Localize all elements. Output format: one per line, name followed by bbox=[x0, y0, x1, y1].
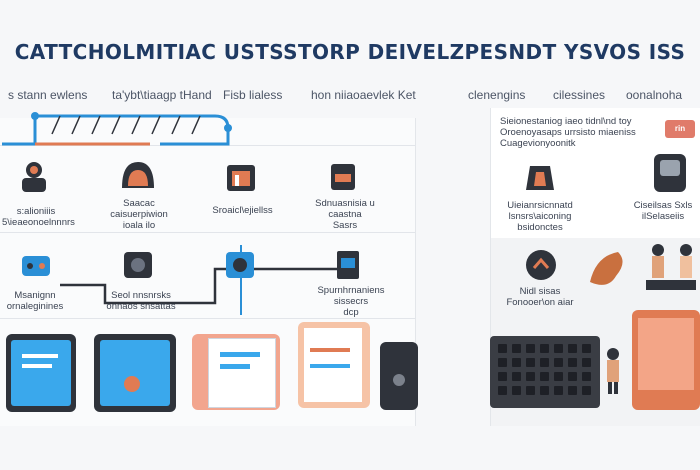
phone-icon bbox=[380, 342, 418, 410]
screen-panel bbox=[632, 310, 700, 410]
column-header-5: clenengins bbox=[468, 88, 526, 102]
connector-line bbox=[60, 245, 340, 315]
document-card bbox=[298, 322, 370, 408]
tablet-device bbox=[94, 334, 176, 412]
figure-icon bbox=[526, 250, 556, 280]
column-header-4: hon niiaoaevlek Ket bbox=[311, 88, 416, 102]
page-title: CATTCHOLMITIAC USTSSTORP DEIVELZPESNDT Y… bbox=[14, 40, 686, 64]
divider bbox=[0, 232, 415, 233]
status-badge: rin bbox=[665, 120, 695, 138]
calendar-icon bbox=[227, 165, 255, 191]
column-header-3: Fisb lialess bbox=[223, 88, 283, 102]
node-label: Sroaicl\ejiellss bbox=[212, 205, 273, 216]
helmet-icon bbox=[122, 162, 154, 188]
divider bbox=[0, 318, 415, 319]
server-icon bbox=[124, 252, 152, 278]
person-icon bbox=[22, 162, 46, 192]
keyboard-icon bbox=[490, 336, 600, 408]
column-header-7: oonalnoha bbox=[626, 88, 683, 102]
chef-icon bbox=[226, 252, 254, 278]
people-icon bbox=[646, 244, 696, 290]
hand-icon bbox=[590, 252, 623, 285]
hand-icon bbox=[654, 154, 686, 192]
speaker-icon bbox=[526, 166, 554, 190]
tablet-device bbox=[6, 334, 76, 412]
card-stack bbox=[192, 334, 280, 410]
column-header-2: ta'ybt\tiaagp tHand bbox=[112, 88, 212, 102]
pipeline-icon bbox=[2, 112, 232, 146]
robot-icon bbox=[22, 256, 50, 276]
bag-icon bbox=[331, 164, 355, 190]
column-header-6: cilessines bbox=[553, 88, 606, 102]
document-icon bbox=[337, 251, 359, 279]
column-header-1: s stann ewlens bbox=[8, 88, 88, 102]
figure-icon bbox=[607, 348, 619, 394]
